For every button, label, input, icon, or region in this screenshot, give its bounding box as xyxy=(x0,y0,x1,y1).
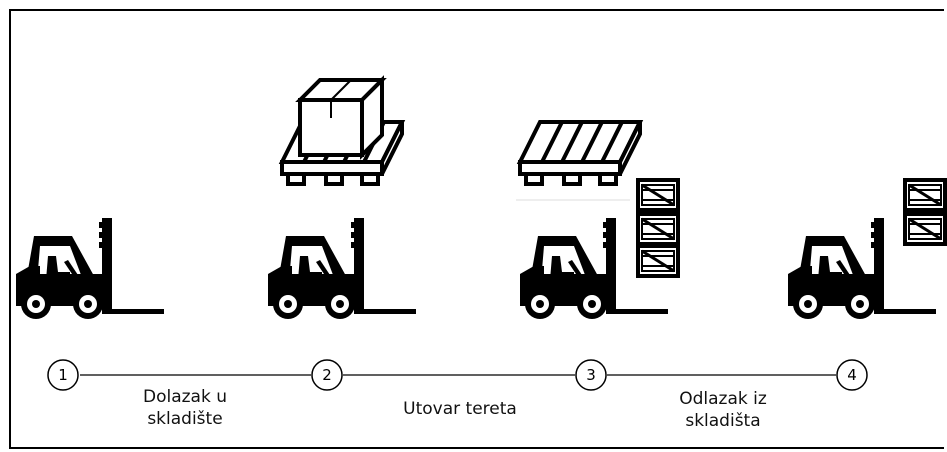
phase-label-line: skladište xyxy=(147,409,223,429)
step-1-marker xyxy=(47,359,79,391)
stacked-crates-icon xyxy=(636,178,680,278)
phase-label-loading: Utovar tereta xyxy=(380,398,540,420)
phase-label-line: Utovar tereta xyxy=(403,399,517,419)
step-number: 1 xyxy=(58,366,68,384)
step-number: 3 xyxy=(586,366,596,384)
step-2-marker xyxy=(311,359,343,391)
forklift-icon xyxy=(16,218,164,319)
step-number: 2 xyxy=(322,366,332,384)
empty-pallet-icon xyxy=(518,120,642,186)
stacked-crates-icon xyxy=(903,178,947,246)
phase-label-line: skladišta xyxy=(685,411,761,431)
forklift-icon xyxy=(268,218,416,319)
step-4-marker xyxy=(836,359,868,391)
phase-label-line: Odlazak iz xyxy=(679,389,767,409)
diagram-frame xyxy=(9,9,944,449)
phase-label-departure: Odlazak iz skladišta xyxy=(658,388,788,432)
phase-label-arrival: Dolazak u skladište xyxy=(120,386,250,430)
step-number: 4 xyxy=(847,366,857,384)
phase-label-line: Dolazak u xyxy=(143,387,227,407)
step-3-marker xyxy=(575,359,607,391)
loaded-pallet-icon xyxy=(280,75,404,186)
